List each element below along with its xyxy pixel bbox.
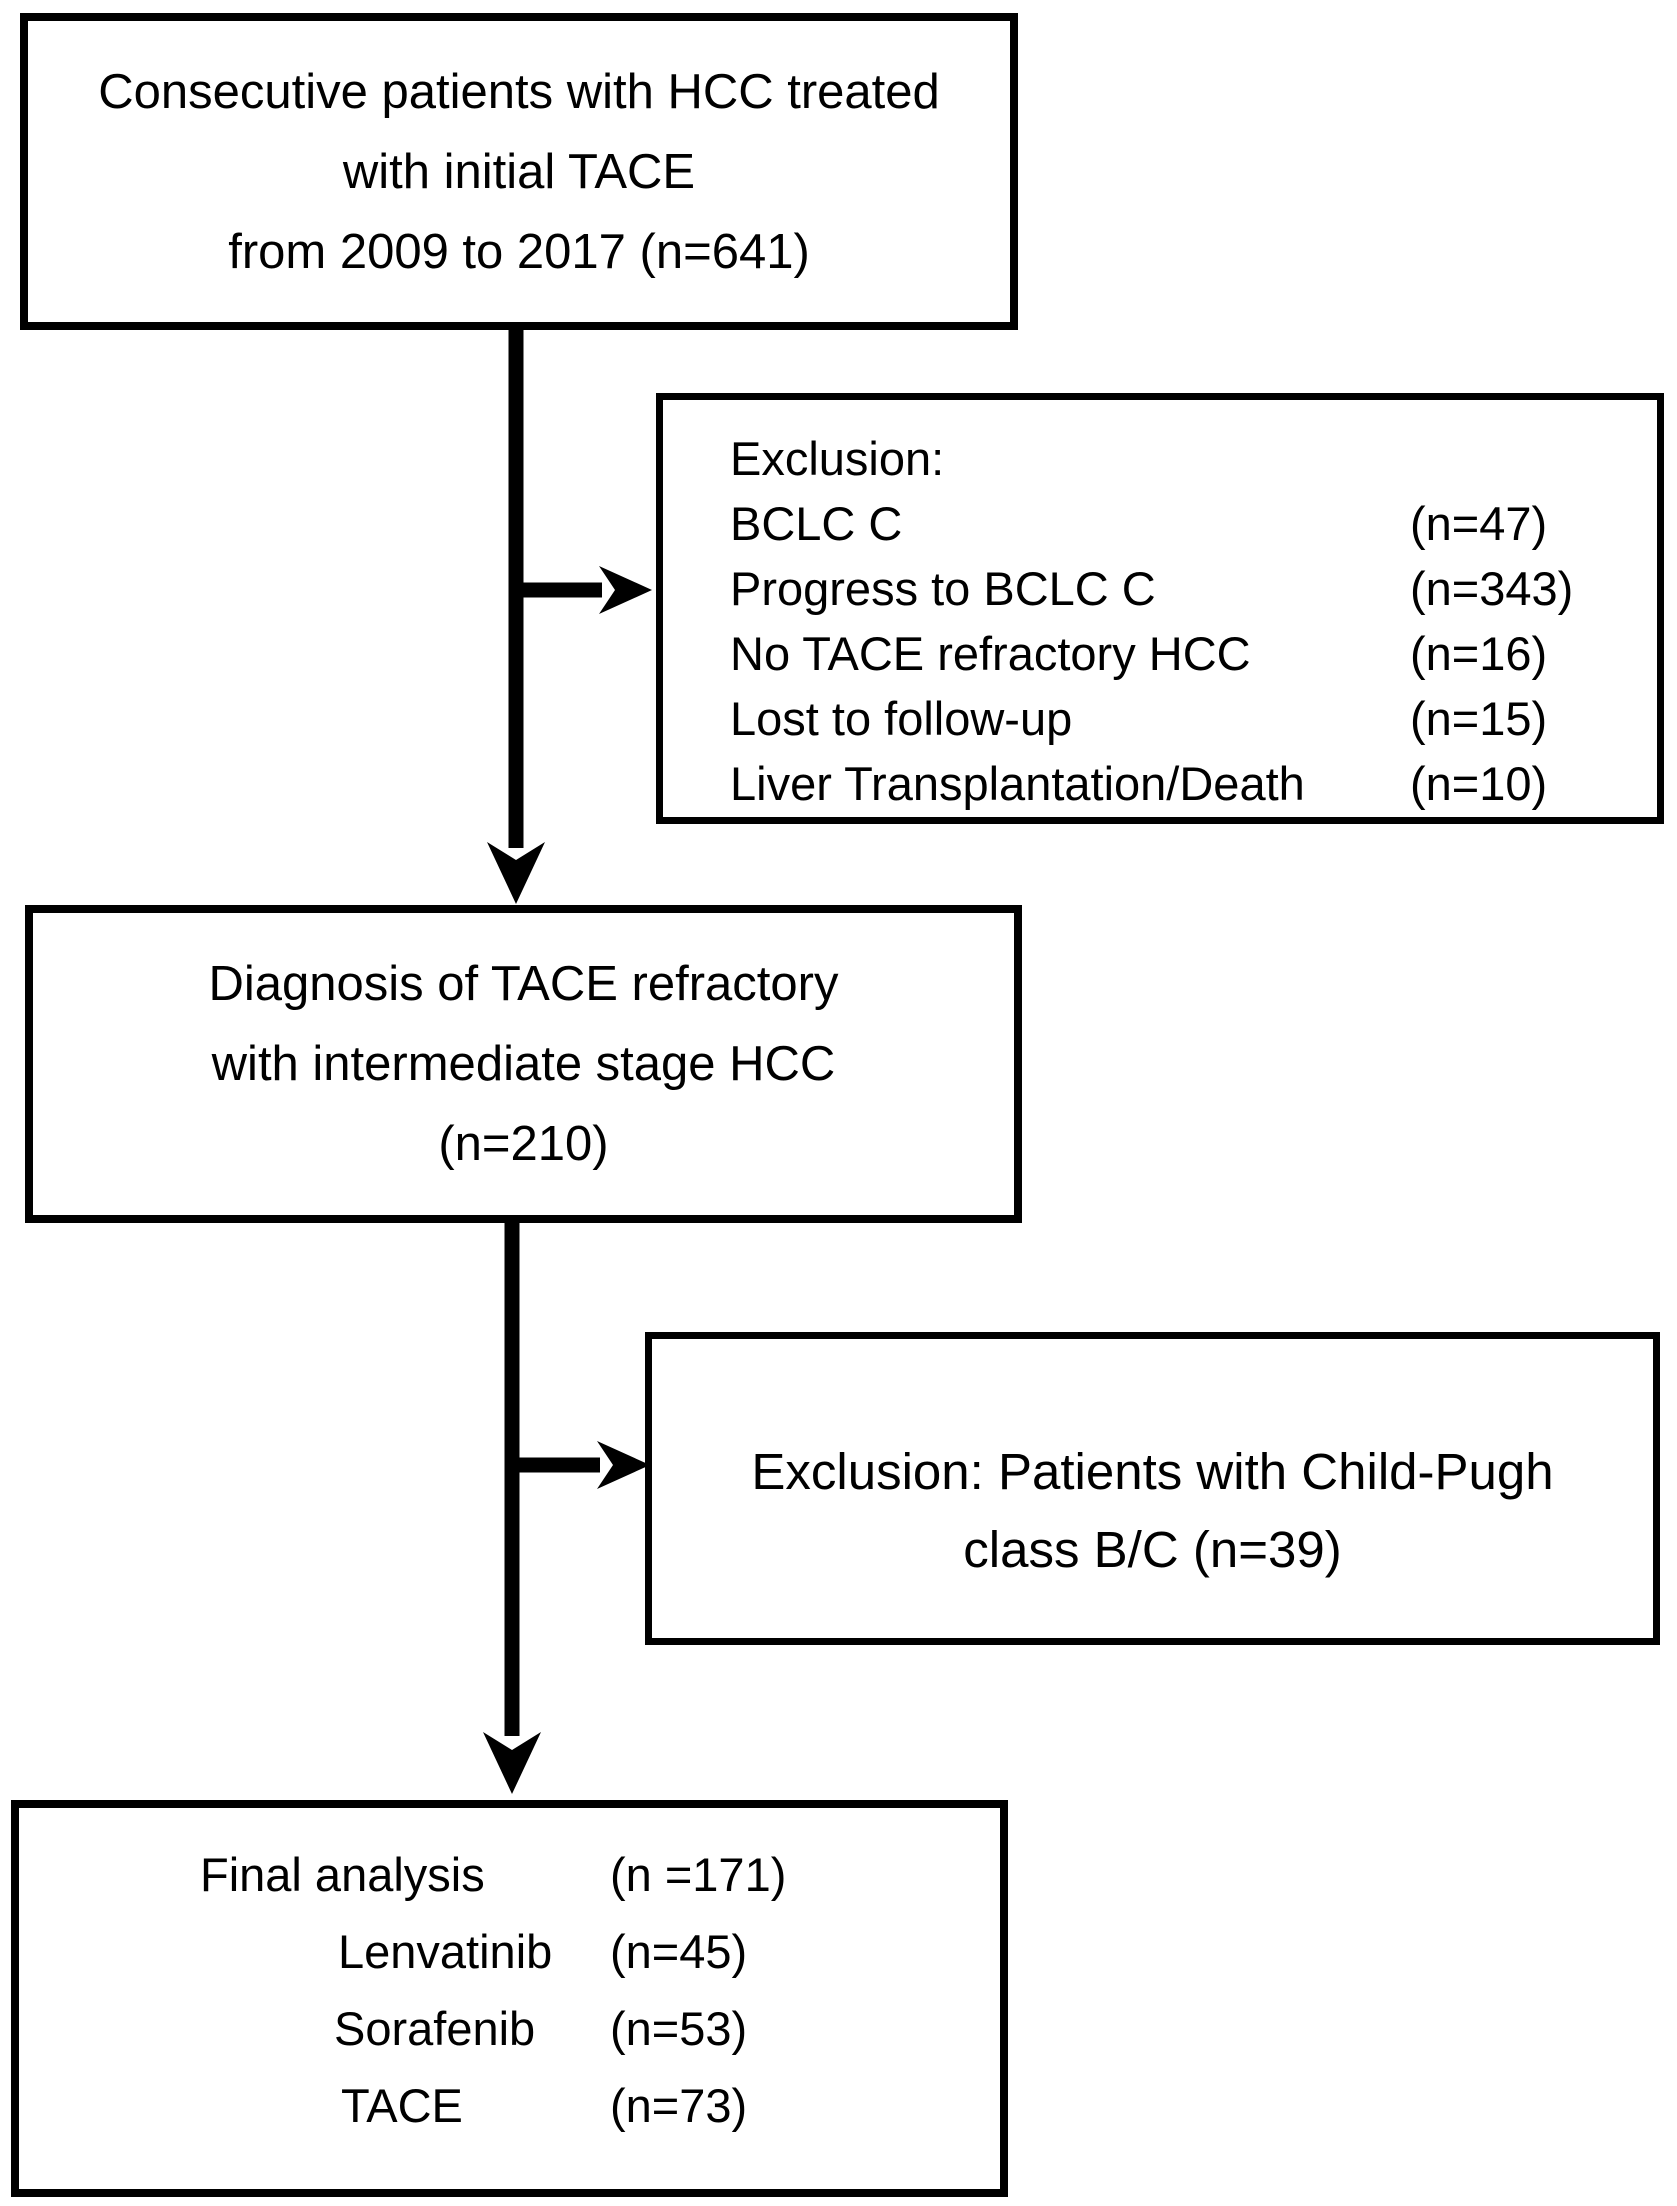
exclusion-1-item-label: BCLC C	[730, 497, 903, 550]
exclusion-1-item-label: Lost to follow-up	[730, 692, 1073, 745]
final-box-row-label: Sorafenib	[334, 2002, 536, 2055]
exclusion-1-item: Lost to follow-up (n=15)	[663, 686, 1657, 751]
exclusion-box-1: Exclusion: BCLC C (n=47) Progress to BCL…	[656, 393, 1664, 824]
final-box-row-label: Lenvatinib	[338, 1925, 553, 1978]
final-box-row: Lenvatinib (n=45)	[19, 1913, 1000, 1990]
top-box-line-1: Consecutive patients with HCC treated	[98, 64, 940, 119]
exclusion-1-item: BCLC C (n=47)	[663, 491, 1657, 556]
arrowhead-down-2	[483, 1732, 541, 1794]
exclusion-1-item-count: (n=343)	[1410, 562, 1574, 615]
exclusion-1-item: Liver Transplantation/Death (n=10)	[663, 751, 1657, 816]
arrowhead-right-1	[599, 566, 652, 614]
final-box-row-count: (n=73)	[610, 2079, 748, 2132]
exclusion-1-item-count: (n=10)	[1410, 757, 1548, 810]
middle-box-line-1: Diagnosis of TACE refractory	[208, 957, 839, 1011]
final-box: Final analysis (n =171) Lenvatinib (n=45…	[11, 1800, 1008, 2197]
final-box-row-label: Final analysis	[200, 1848, 485, 1901]
final-box-row-label: TACE	[341, 2079, 463, 2132]
final-box-row: TACE (n=73)	[19, 2067, 1000, 2144]
middle-box: Diagnosis of TACE refractory with interm…	[25, 905, 1022, 1223]
exclusion-2-line-1: Exclusion: Patients with Child-Pugh	[751, 1443, 1554, 1500]
top-box: Consecutive patients with HCC treated wi…	[20, 13, 1018, 330]
final-box-row-count: (n=53)	[610, 2002, 748, 2055]
arrowhead-down-1	[487, 842, 545, 904]
final-box-row-count: (n =171)	[610, 1848, 787, 1901]
exclusion-1-item-count: (n=15)	[1410, 692, 1548, 745]
top-box-line-3: from 2009 to 2017 (n=641)	[228, 224, 810, 279]
arrowhead-right-2	[597, 1441, 650, 1489]
exclusion-1-item-label: No TACE refractory HCC	[730, 627, 1251, 680]
exclusion-1-item-label: Progress to BCLC C	[730, 562, 1156, 615]
exclusion-1-title-row: Exclusion:	[663, 426, 1657, 491]
exclusion-1-title: Exclusion:	[730, 432, 945, 485]
middle-box-line-3: (n=210)	[438, 1117, 609, 1171]
final-box-row-count: (n=45)	[610, 1925, 748, 1978]
middle-box-line-2: with intermediate stage HCC	[211, 1037, 836, 1091]
top-box-line-2: with initial TACE	[342, 144, 696, 199]
final-box-row: Final analysis (n =171)	[19, 1836, 1000, 1913]
exclusion-1-item-count: (n=47)	[1410, 497, 1548, 550]
exclusion-1-item-label: Liver Transplantation/Death	[730, 757, 1305, 810]
exclusion-1-item: Progress to BCLC C (n=343)	[663, 556, 1657, 621]
exclusion-1-item-count: (n=16)	[1410, 627, 1548, 680]
exclusion-2-line-2: class B/C (n=39)	[963, 1521, 1342, 1578]
final-box-row: Sorafenib (n=53)	[19, 1990, 1000, 2067]
exclusion-box-2: Exclusion: Patients with Child-Pugh clas…	[645, 1332, 1660, 1645]
exclusion-1-item: No TACE refractory HCC (n=16)	[663, 621, 1657, 686]
